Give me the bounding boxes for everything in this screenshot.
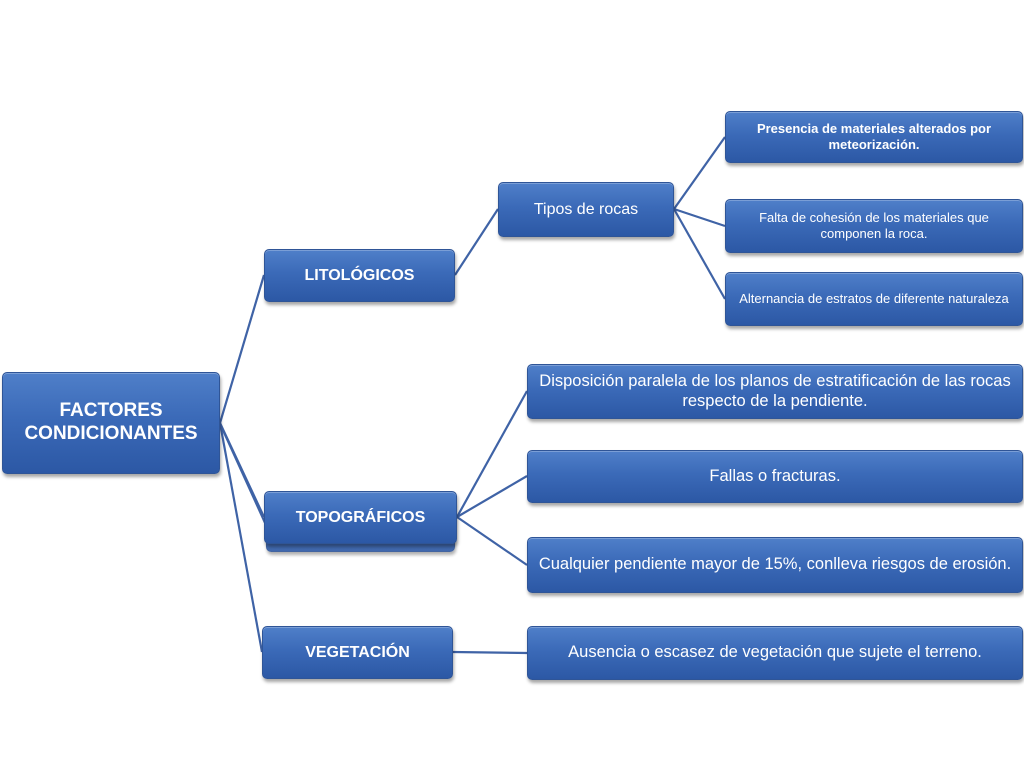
- node-litologicos: LITOLÓGICOS: [264, 249, 455, 302]
- connector-tipos-falta: [673, 207, 726, 228]
- connector-root-topograficos-shadow: [220, 427, 268, 526]
- node-falta-cohesion: Falta de cohesión de los materiales que …: [725, 199, 1023, 253]
- connector-root-vegetacion: [218, 422, 264, 653]
- node-tipos-de-rocas-label: Tipos de rocas: [533, 200, 639, 218]
- node-topograficos-label: TOPOGRÁFICOS: [295, 508, 426, 526]
- connector-topograficos-disposicion: [456, 390, 528, 518]
- node-alternancia-estratos: Alternancia de estratos de diferente nat…: [725, 272, 1023, 326]
- node-ausencia-vegetacion: Ausencia o escasez de vegetación que suj…: [527, 626, 1023, 680]
- node-tipos-de-rocas: Tipos de rocas: [498, 182, 674, 237]
- connector-tipos-alternancia: [673, 208, 726, 300]
- node-cualquier-pendiente-label: Cualquier pendiente mayor de 15%, conlle…: [538, 555, 1012, 574]
- connector-topograficos-fallas: [456, 475, 528, 518]
- node-ausencia-vegetacion-label: Ausencia o escasez de vegetación que suj…: [568, 643, 982, 662]
- connector-topograficos-cualquier: [456, 516, 528, 566]
- node-vegetacion-label: VEGETACIÓN: [305, 643, 410, 661]
- node-falta-cohesion-label: Falta de cohesión de los materiales que …: [759, 210, 989, 241]
- node-topograficos: TOPOGRÁFICOS: [264, 491, 457, 544]
- node-cualquier-pendiente: Cualquier pendiente mayor de 15%, conlle…: [527, 537, 1023, 593]
- node-disposicion-planos: Disposición paralela de los planos de es…: [527, 364, 1023, 419]
- connector-vegetacion-ausencia: [452, 650, 528, 655]
- node-factores-condicionantes-label: FACTORES CONDICIONANTES: [24, 400, 198, 444]
- node-vegetacion: VEGETACIÓN: [262, 626, 453, 679]
- node-fallas-fracturas: Fallas o fracturas.: [527, 450, 1023, 503]
- connector-root-litologicos: [218, 274, 266, 424]
- connector-litologicos-tipos: [454, 208, 499, 276]
- node-fallas-fracturas-label: Fallas o fracturas.: [709, 466, 841, 485]
- node-alternancia-estratos-label: Alternancia de estratos de diferente nat…: [739, 291, 1009, 307]
- node-litologicos-label: LITOLÓGICOS: [304, 266, 415, 284]
- node-presencia-materiales-label: Presencia de materiales alterados por me…: [756, 121, 992, 152]
- connector-tipos-presencia: [673, 136, 726, 210]
- node-presencia-materiales: Presencia de materiales alterados por me…: [725, 111, 1023, 163]
- node-factores-condicionantes: FACTORES CONDICIONANTES: [2, 372, 220, 474]
- node-disposicion-planos-label: Disposición paralela de los planos de es…: [539, 371, 1011, 410]
